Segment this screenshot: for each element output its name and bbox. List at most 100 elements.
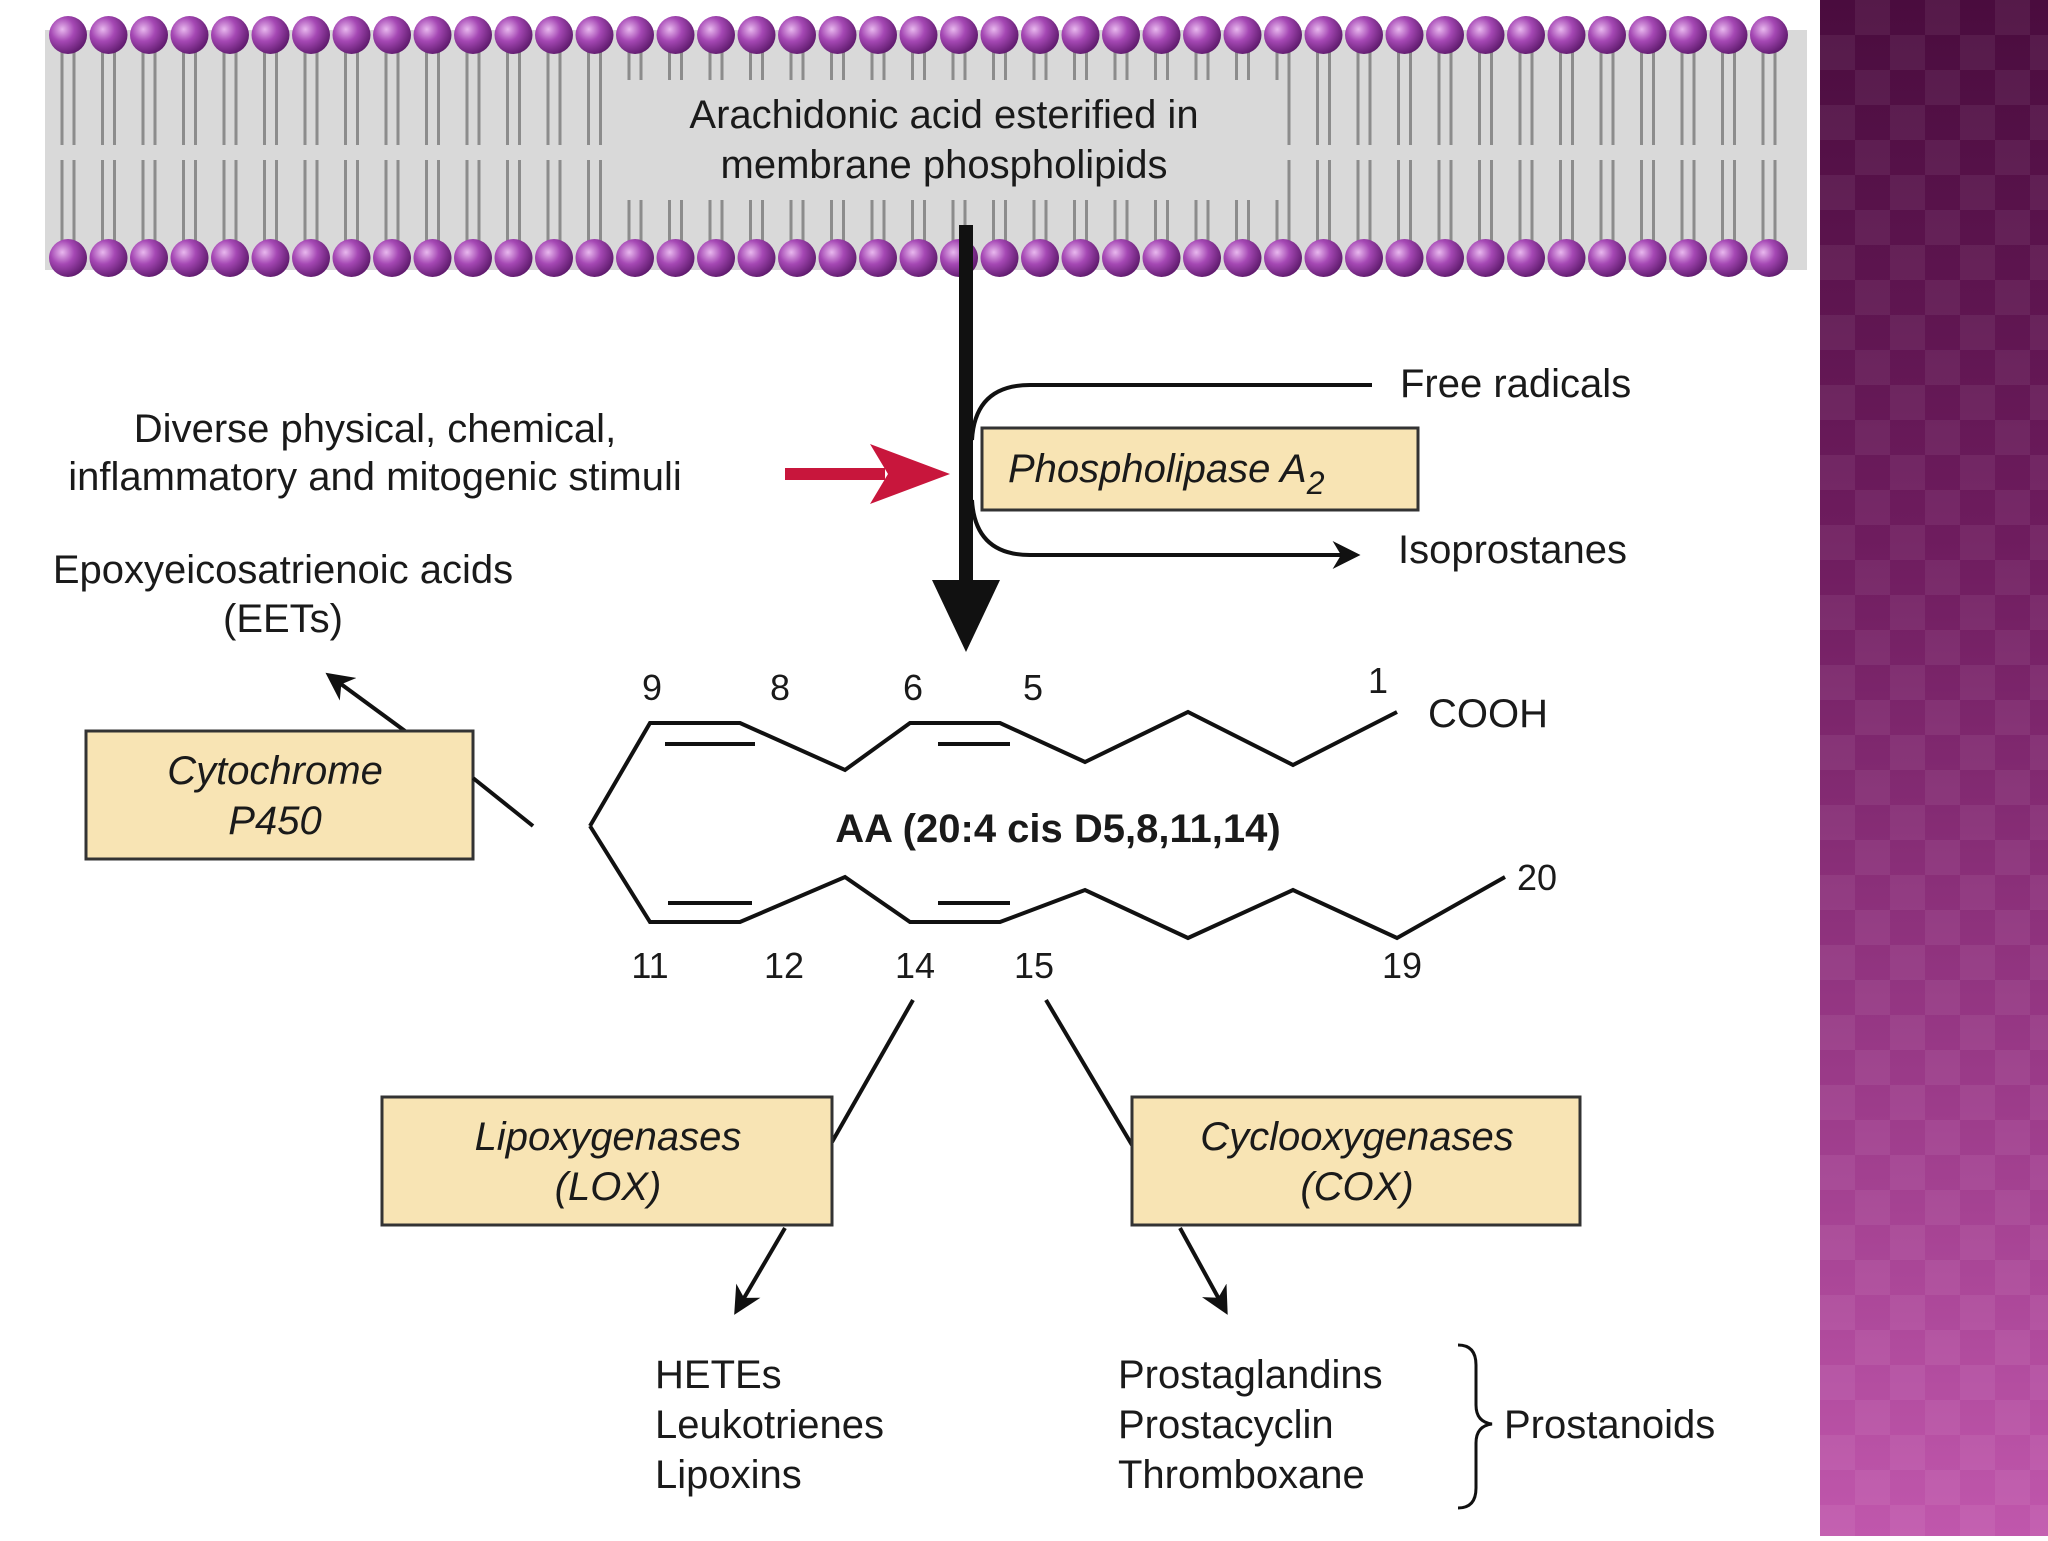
phospholipid-head	[1183, 239, 1221, 277]
stimuli-label-line2: inflammatory and mitogenic stimuli	[68, 455, 682, 499]
phospholipid-head	[1183, 16, 1221, 54]
main-down-arrow	[932, 225, 1000, 652]
phospholipid-head	[49, 16, 87, 54]
carbon-11: 11	[631, 945, 668, 986]
phospholipid-head	[818, 239, 857, 277]
phospholipid-head	[1466, 239, 1505, 277]
phospholipid-head	[1264, 239, 1302, 277]
phospholipid-head	[778, 16, 816, 54]
phospholipid-head	[616, 239, 654, 277]
phospholipid-head	[332, 239, 371, 277]
phospholipid-head	[413, 239, 452, 277]
membrane-label-line1: Arachidonic acid esterified in	[689, 93, 1198, 137]
phospholipid-head	[1223, 16, 1262, 54]
aa-to-lox-line	[830, 999, 915, 1143]
carbon-12: 12	[764, 945, 804, 986]
phospholipid-head	[1102, 239, 1140, 277]
phospholipid-head	[1709, 16, 1748, 54]
carbon-20: 20	[1517, 857, 1557, 898]
phospholipid-head	[980, 16, 1019, 54]
phospholipid-head	[494, 239, 533, 277]
arachidonic-acid-structure	[588, 709, 1506, 941]
carbon-8: 8	[770, 667, 790, 708]
cox-to-products-arrow	[1178, 1227, 1228, 1315]
phospholipid-head	[1507, 239, 1545, 277]
cooh-label: COOH	[1428, 692, 1548, 736]
phospholipid-head	[1142, 16, 1181, 54]
cyp450-to-eets-arrow	[325, 672, 407, 733]
phospholipid-head	[89, 239, 128, 277]
phospholipid-head	[170, 16, 209, 54]
aa-lower-chain	[588, 824, 1506, 941]
phospholipid-head	[575, 16, 614, 54]
aa-label: AA (20:4 cis D5,8,11,14)	[835, 807, 1280, 851]
membrane-label-backdrop	[620, 80, 1280, 200]
phospholipid-head	[1061, 16, 1100, 54]
cox-product-prostacyclin: Prostacyclin	[1118, 1403, 1334, 1447]
phospholipid-head	[454, 16, 492, 54]
isoprostanes-label: Isoprostanes	[1398, 528, 1627, 572]
stimuli-label-line1: Diverse physical, chemical,	[134, 407, 616, 451]
phospholipid-head	[656, 239, 695, 277]
carbon-9: 9	[642, 667, 662, 708]
decorative-side-panel	[1820, 0, 2048, 1536]
cytochrome-label-line2: P450	[228, 799, 321, 843]
phospholipid-head	[535, 239, 573, 277]
phospholipid-head	[413, 16, 452, 54]
free-radicals-label: Free radicals	[1400, 362, 1631, 406]
phospholipid-head	[170, 239, 209, 277]
lox-to-products-arrow	[734, 1226, 787, 1315]
cyp450-connector-line	[471, 776, 535, 828]
phospholipid-head	[980, 239, 1019, 277]
phospholipid-head	[1547, 16, 1586, 54]
cox-label-line1: Cyclooxygenases	[1200, 1115, 1514, 1159]
phospholipid-head	[1669, 16, 1707, 54]
phospholipid-head	[1385, 16, 1424, 54]
eets-label-line2: (EETs)	[223, 597, 343, 641]
slide: Arachidonic acid esterified in membrane …	[45, 16, 1807, 1510]
phospholipid-head	[535, 16, 573, 54]
cytochrome-label-line1: Cytochrome	[167, 749, 383, 793]
phospholipid-head	[89, 16, 128, 54]
aa-upper-chain	[588, 709, 1398, 828]
prostanoids-label: Prostanoids	[1504, 1403, 1715, 1447]
phospholipid-head	[1466, 16, 1505, 54]
phospholipid-head	[1750, 16, 1788, 54]
phospholipid-head	[737, 16, 776, 54]
lox-label-line1: Lipoxygenases	[475, 1115, 742, 1159]
phospholipid-head	[859, 16, 897, 54]
phospholipase-subscript: 2	[1306, 465, 1325, 501]
phospholipid-head	[1426, 16, 1464, 54]
phospholipid-head	[778, 239, 816, 277]
prostanoids-brace	[1457, 1343, 1493, 1510]
aa-to-cox-line	[1044, 998, 1134, 1147]
phospholipid-head	[1628, 239, 1667, 277]
phospholipid-head	[1304, 239, 1343, 277]
phospholipid-head	[575, 239, 614, 277]
phospholipid-head	[899, 16, 938, 54]
phospholipid-head	[211, 239, 249, 277]
phospholipid-head	[332, 16, 371, 54]
phospholipid-head	[1628, 16, 1667, 54]
free-radicals-branch-line	[970, 383, 1372, 441]
phospholipid-head	[292, 16, 330, 54]
cytochrome-p450-box: Cytochrome P450	[84, 729, 475, 861]
phospholipid-head	[373, 239, 411, 277]
phospholipid-head	[1021, 239, 1059, 277]
phospholipase-a2-box: Phospholipase A2	[980, 426, 1420, 512]
phospholipid-head	[292, 239, 330, 277]
phospholipid-head	[251, 16, 290, 54]
arachidonic-acid-pathway-diagram: Arachidonic acid esterified in membrane …	[45, 16, 1807, 1510]
cox-product-prostaglandins: Prostaglandins	[1118, 1353, 1383, 1397]
phospholipid-head	[1264, 16, 1302, 54]
stimuli-red-arrow	[785, 444, 950, 504]
lox-label-line2: (LOX)	[555, 1165, 662, 1209]
cox-label-line2: (COX)	[1300, 1165, 1413, 1209]
phospholipid-head	[1507, 16, 1545, 54]
phospholipid-head	[1142, 239, 1181, 277]
phospholipid-head	[130, 16, 168, 54]
carbon-1: 1	[1368, 660, 1388, 701]
membrane-bilayer: Arachidonic acid esterified in membrane …	[45, 16, 1807, 277]
eets-label-line1: Epoxyeicosatrienoic acids	[53, 548, 513, 592]
lox-product-leukotrienes: Leukotrienes	[655, 1403, 884, 1447]
